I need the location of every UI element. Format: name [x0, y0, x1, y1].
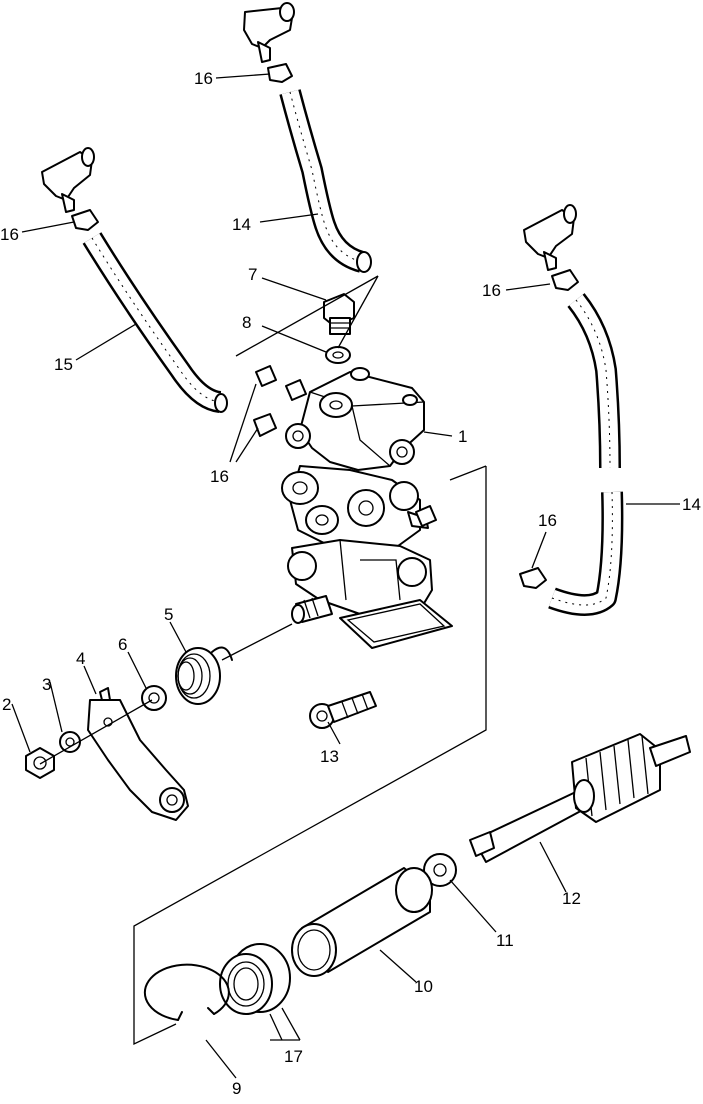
drive-gear-shaft-12: [469, 733, 691, 863]
callout-16-top: 16: [194, 69, 213, 88]
hose-clamp-16-lower: [519, 567, 547, 589]
callout-16-left: 16: [0, 225, 19, 244]
snap-ring-9: [143, 963, 230, 1021]
assembly-axis-lever: [39, 699, 153, 765]
callout-12: 12: [562, 889, 581, 908]
callout-3: 3: [42, 675, 51, 694]
hose-14-upper: [279, 89, 372, 273]
callout-4: 4: [76, 649, 85, 668]
oil-pump-body-1: [281, 367, 453, 649]
callout-7: 7: [248, 265, 257, 284]
hose-clamp-16-left: [71, 209, 99, 231]
sleeve-10: [291, 867, 433, 977]
callout-14-lower: 14: [682, 495, 701, 514]
group-bracket: [133, 465, 487, 1046]
nozzle-fitting-right: [523, 204, 577, 271]
washer-6: [141, 685, 167, 711]
callout-8: 8: [242, 313, 251, 332]
hose-clamp-16-right: [551, 269, 579, 291]
leader-lines: [11, 73, 680, 1079]
hose-upper-right: [567, 293, 621, 469]
callout-15: 15: [54, 355, 73, 374]
callout-11: 11: [496, 931, 514, 950]
callout-16-lower: 16: [538, 511, 557, 530]
washer-3: [59, 731, 81, 753]
nozzle-fitting-top: [243, 2, 295, 63]
callout-17: 17: [284, 1047, 303, 1066]
callout-5: 5: [164, 605, 173, 624]
callout-9: 9: [232, 1079, 241, 1098]
callout-1: 1: [458, 427, 467, 446]
callout-16-center: 16: [210, 467, 229, 486]
assembly-axis-shaft: [221, 623, 293, 661]
hose-clamp-16-top: [267, 63, 293, 83]
hose-15: [82, 232, 228, 413]
pump-fittings: [253, 365, 437, 527]
sealing-washer-8: [325, 346, 351, 364]
bolt-13: [309, 691, 377, 729]
oil-seal-17: [219, 943, 291, 1015]
nut-2: [25, 747, 55, 779]
callout-13: 13: [320, 747, 339, 766]
callout-2: 2: [2, 695, 11, 714]
callout-14-upper: 14: [232, 215, 251, 234]
callout-6: 6: [118, 635, 127, 654]
callout-16-right: 16: [482, 281, 501, 300]
callout-10: 10: [414, 977, 433, 996]
spring-5: [175, 646, 233, 705]
control-lever-4: [87, 687, 189, 821]
nozzle-fitting-left: [41, 147, 95, 213]
washer-11: [423, 853, 457, 887]
hose-14-lower-right: [548, 491, 624, 616]
